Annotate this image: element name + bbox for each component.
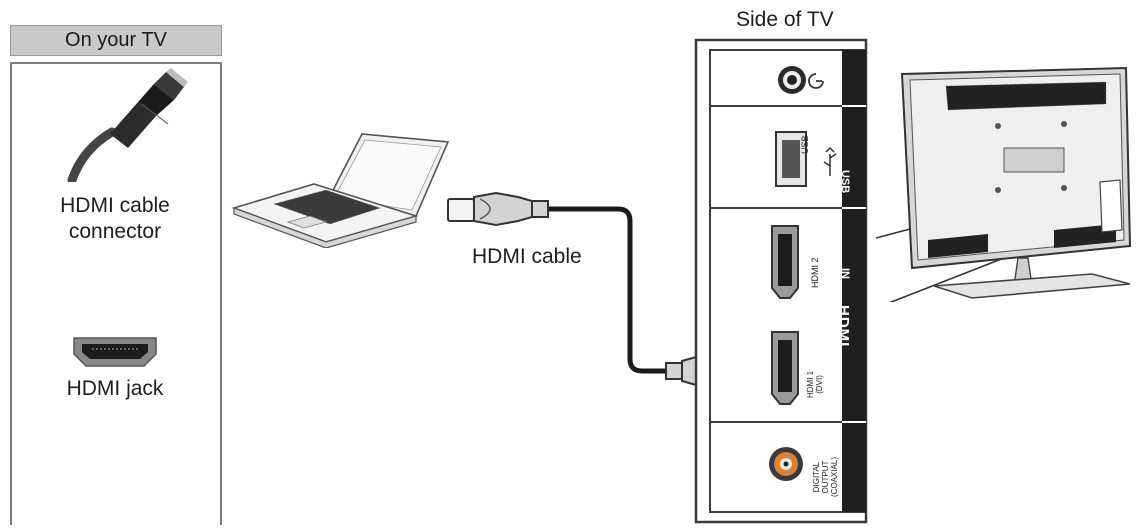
hdmi-cable-label: HDMI cable <box>472 245 582 268</box>
usb-section-label: USB <box>839 170 851 194</box>
hdmi1-port-label-line1: HDMI 1 <box>806 370 815 398</box>
legend-connector-line2: connector <box>68 220 162 243</box>
usb-port-label: USB <box>800 135 810 154</box>
hdmi-in-label: IN <box>839 268 851 279</box>
laptop-icon <box>231 133 450 248</box>
legend-title: On your TV <box>10 25 222 56</box>
hdmi-jack-icon <box>73 337 157 367</box>
hdmi1-port-label: HDMI 1 (DVI) <box>806 371 824 398</box>
digital-output-line3: (COAXIAL) <box>830 456 839 497</box>
legend-connector-line1: HDMI cable <box>60 194 170 217</box>
legend-panel: On your TV <box>10 25 222 525</box>
digital-output-label: DIGITAL OUTPUT (COAXIAL) <box>812 457 839 497</box>
side-of-tv-label: Side of TV <box>736 8 834 31</box>
tv-back-illustration <box>875 66 1132 302</box>
hdmi-section-logo: HDMI <box>835 305 852 348</box>
digital-output-line2: OUTPUT <box>821 460 830 494</box>
legend-box <box>10 62 222 525</box>
digital-output-line1: DIGITAL <box>812 461 821 493</box>
hdmi1-port-label-line2: (DVI) <box>815 375 824 394</box>
legend-jack-label: HDMI jack <box>66 377 164 400</box>
hdmi-cable-connector-icon <box>67 68 188 182</box>
legend-connector-label: HDMI cable connector <box>25 193 205 245</box>
hdmi2-port-label: HDMI 2 <box>810 257 820 288</box>
tv-side-panel <box>694 38 868 524</box>
